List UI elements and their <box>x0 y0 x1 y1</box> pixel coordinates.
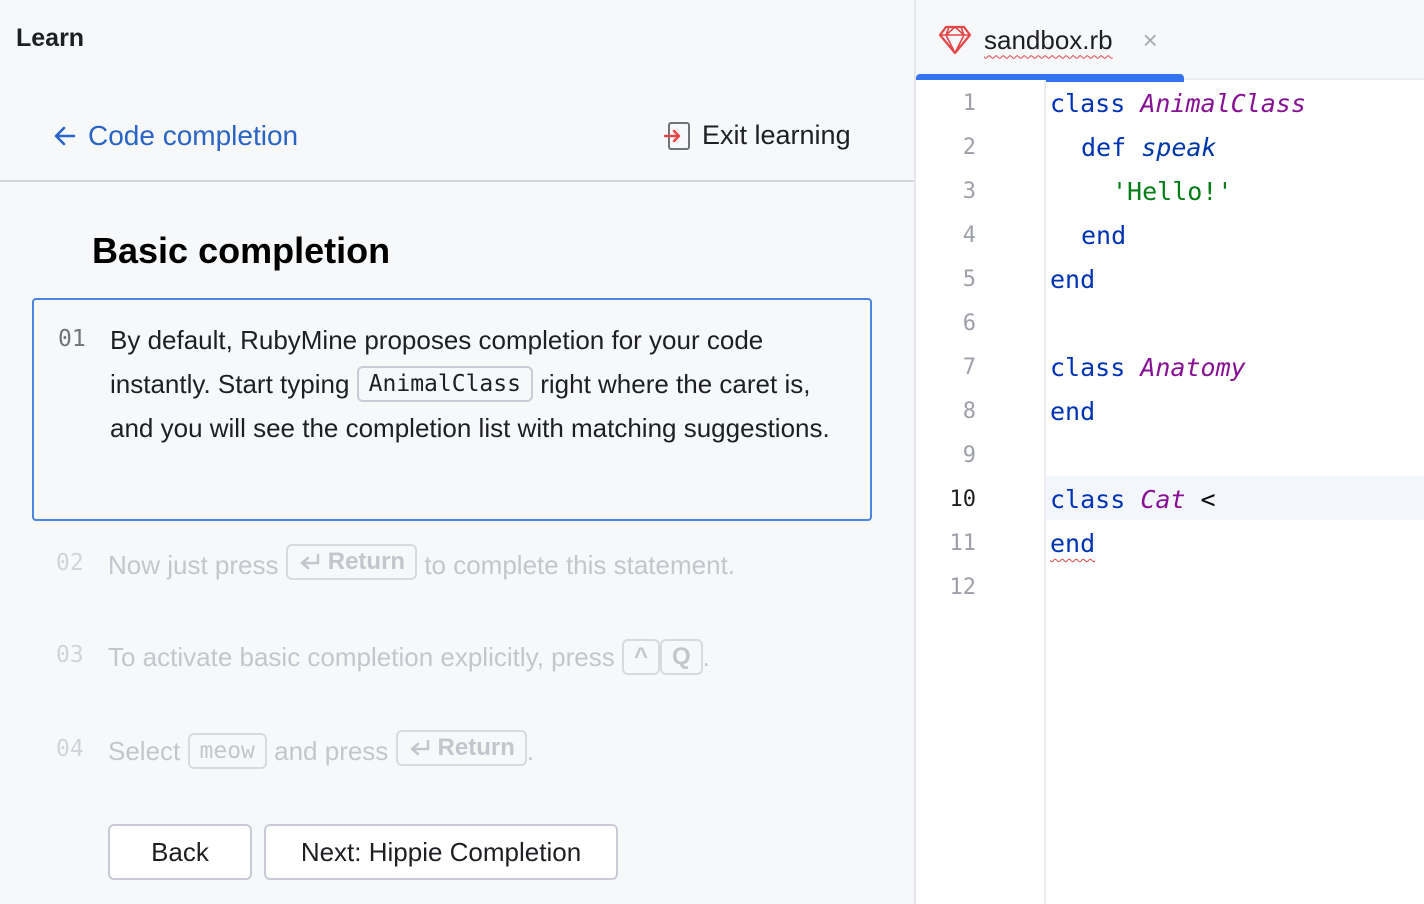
active-tab-indicator <box>916 74 1184 82</box>
keyword: end <box>1050 397 1096 426</box>
keyword: end <box>1050 265 1096 294</box>
step-text: Select meow and press Return . <box>108 728 888 774</box>
keyword: end <box>1081 221 1127 250</box>
editor-tab-sandbox[interactable]: sandbox.rb × <box>916 0 1184 82</box>
step-text-part: Now just press <box>108 550 279 580</box>
line-number: 5 <box>962 267 976 292</box>
step-text: By default, RubyMine proposes completion… <box>110 318 850 450</box>
line-number: 8 <box>962 399 976 424</box>
line-number: 6 <box>962 311 976 336</box>
code-line: end <box>1081 214 1126 258</box>
keyword: class <box>1050 485 1126 514</box>
return-key-icon <box>300 553 319 570</box>
line-number: 7 <box>962 355 976 380</box>
class-name: AnimalClass <box>1140 89 1306 118</box>
code-editor[interactable]: sandbox.rb × 1 2 3 4 5 6 7 8 9 10 11 12 … <box>916 0 1424 904</box>
learn-panel: Learn Code completion Exit learning Basi… <box>0 24 914 880</box>
line-number-gutter[interactable]: 1 2 3 4 5 6 7 8 9 10 11 12 <box>916 80 1046 904</box>
code-line: end <box>1050 258 1095 302</box>
step-text: Now just press Return to complete this s… <box>108 542 888 588</box>
ruby-file-icon <box>938 25 972 55</box>
step-number: 02 <box>56 550 84 576</box>
close-icon[interactable]: × <box>1142 25 1158 55</box>
key-label: Q <box>671 643 691 670</box>
exit-learning-label: Exit learning <box>702 120 851 150</box>
step-text-part: Select <box>108 736 181 766</box>
panel-divider[interactable] <box>914 0 916 904</box>
tab-label: sandbox.rb <box>984 24 1113 55</box>
key-chip: Return <box>285 544 418 580</box>
lesson-step: 02 Now just press Return to complete thi… <box>32 540 872 590</box>
line-number: 3 <box>962 179 976 204</box>
keyword: class <box>1050 89 1126 118</box>
next-lesson-button[interactable]: Next: Hippie Completion <box>264 824 618 880</box>
key-label: ^ <box>633 643 648 670</box>
code-chip: AnimalClass <box>356 366 533 402</box>
line-number: 4 <box>962 223 976 248</box>
lesson-title: Basic completion <box>92 230 391 271</box>
line-number: 1 <box>962 91 976 116</box>
step-text-part: to complete this statement. <box>424 550 736 580</box>
lesson-step: 03 To activate basic completion explicit… <box>32 632 872 682</box>
key-chip: ^ <box>621 639 660 675</box>
back-to-module-link[interactable]: Code completion <box>52 120 298 152</box>
step-text-part: . <box>702 642 710 672</box>
code-line-current: class Cat < <box>1050 478 1216 522</box>
lesson-step: 04 Select meow and press Return . <box>32 726 872 776</box>
line-number-current: 10 <box>949 487 977 512</box>
class-name: Cat <box>1140 485 1186 514</box>
code-line: class AnimalClass <box>1050 82 1306 126</box>
lesson-step-active: 01 By default, RubyMine proposes complet… <box>32 298 872 521</box>
step-text-part: To activate basic completion explicitly,… <box>108 642 615 672</box>
back-link-label: Code completion <box>88 120 299 151</box>
line-number: 12 <box>949 575 977 600</box>
step-number: 03 <box>56 642 84 668</box>
key-chip: Return <box>395 730 527 766</box>
editor-tabbar: sandbox.rb × <box>916 0 1424 82</box>
code-line: class Anatomy <box>1050 346 1246 390</box>
line-number: 9 <box>962 443 976 468</box>
step-text: To activate basic completion explicitly,… <box>108 634 888 680</box>
return-key-icon <box>410 739 429 756</box>
step-text-part: and press <box>274 736 389 766</box>
keyword: def <box>1081 133 1127 162</box>
arrow-left-icon <box>54 126 76 146</box>
string-literal: 'Hello!' <box>1112 177 1233 206</box>
key-label: Return <box>327 548 406 575</box>
back-button[interactable]: Back <box>108 824 252 880</box>
line-number: 11 <box>949 531 977 556</box>
exit-learning-button[interactable]: Exit learning <box>664 120 851 151</box>
line-number: 2 <box>962 135 976 160</box>
key-chip: Q <box>659 639 703 675</box>
operator: < <box>1200 485 1216 514</box>
keyword: class <box>1050 353 1126 382</box>
panel-title: Learn <box>16 24 85 52</box>
method-name: speak <box>1141 133 1217 162</box>
code-line: end <box>1050 390 1095 434</box>
code-chip: meow <box>187 733 267 769</box>
key-label: Return <box>437 734 515 761</box>
code-line: end <box>1050 522 1095 566</box>
step-text-part: By default, RubyMine proposes completion… <box>110 325 764 399</box>
class-name: Anatomy <box>1140 353 1246 382</box>
lesson-header: Code completion Exit learning <box>0 96 914 182</box>
code-line: 'Hello!' <box>1112 170 1232 214</box>
exit-icon <box>664 121 690 150</box>
keyword: end <box>1050 529 1096 558</box>
step-text-part: right where the caret is, and you will s… <box>110 369 830 443</box>
step-number: 01 <box>58 326 86 352</box>
step-text-part: . <box>526 736 535 766</box>
step-number: 04 <box>56 736 84 762</box>
code-line: def speak <box>1081 126 1216 170</box>
